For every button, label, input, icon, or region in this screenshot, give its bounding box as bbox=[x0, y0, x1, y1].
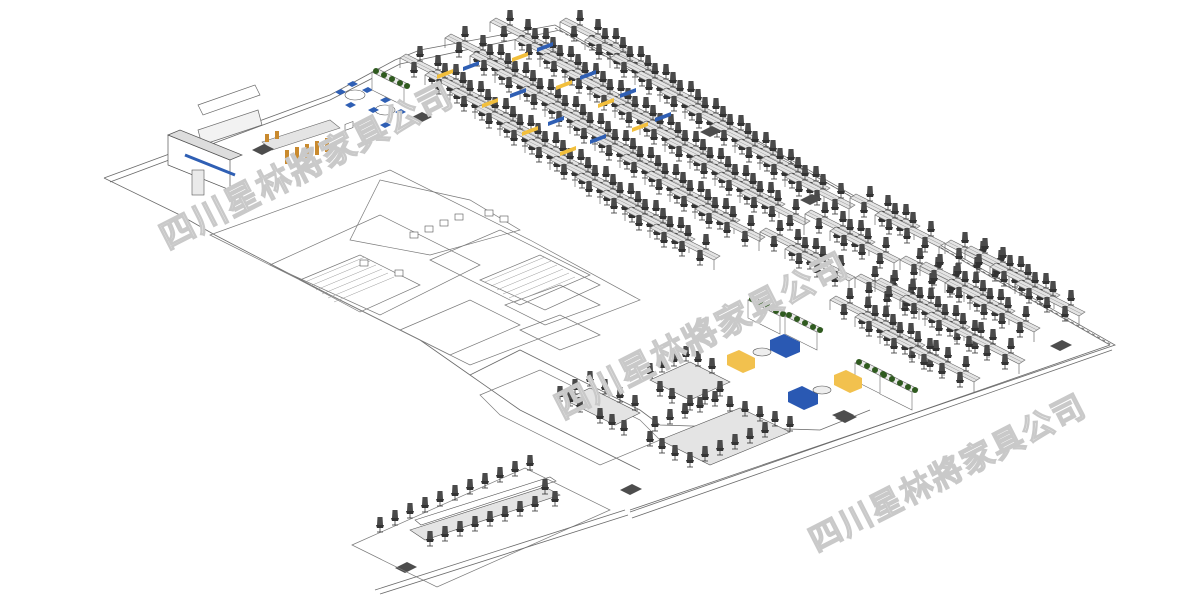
meeting-rooms bbox=[479, 345, 795, 468]
stair-hatch bbox=[304, 256, 576, 303]
lounge-seating bbox=[335, 67, 411, 128]
toilet-fixtures bbox=[344, 121, 509, 277]
facade-lines bbox=[374, 344, 1113, 595]
desk-screens bbox=[437, 42, 671, 156]
pantry-area bbox=[167, 84, 341, 196]
building-core bbox=[209, 169, 641, 366]
breakout-area bbox=[727, 295, 919, 420]
training-room bbox=[351, 454, 611, 588]
